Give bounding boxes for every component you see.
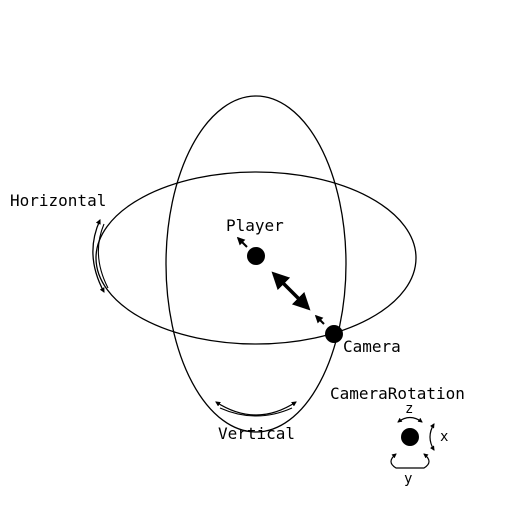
horizontal-label: Horizontal bbox=[10, 191, 107, 210]
player-label: Player bbox=[226, 216, 284, 235]
camera-label: Camera bbox=[343, 337, 401, 356]
axis-z-label: z bbox=[405, 401, 414, 417]
player-dot bbox=[247, 247, 265, 265]
camera-rotation-dot bbox=[401, 428, 419, 446]
camera-rotation-label: CameraRotation bbox=[330, 384, 465, 403]
player-facing-arrow bbox=[236, 236, 248, 248]
camera-dot bbox=[325, 325, 343, 343]
vertical-label: Vertical bbox=[218, 424, 296, 443]
axis-x-label: x bbox=[440, 429, 449, 445]
vertical-orbit-ellipse bbox=[165, 95, 347, 433]
horizontal-rotation-arrow bbox=[92, 219, 105, 293]
vertical-rotation-arrow bbox=[215, 401, 297, 416]
x-rotation-arrow bbox=[429, 423, 435, 451]
distance-arrow bbox=[271, 271, 311, 311]
axis-y-label: y bbox=[404, 471, 413, 487]
y-rotation-arrow bbox=[390, 453, 430, 469]
camera-facing-arrow bbox=[314, 314, 325, 325]
z-rotation-arrow bbox=[397, 416, 423, 423]
horizontal-rotation-arrow-inner bbox=[97, 223, 109, 289]
vertical-rotation-arrow-inner bbox=[219, 407, 293, 417]
